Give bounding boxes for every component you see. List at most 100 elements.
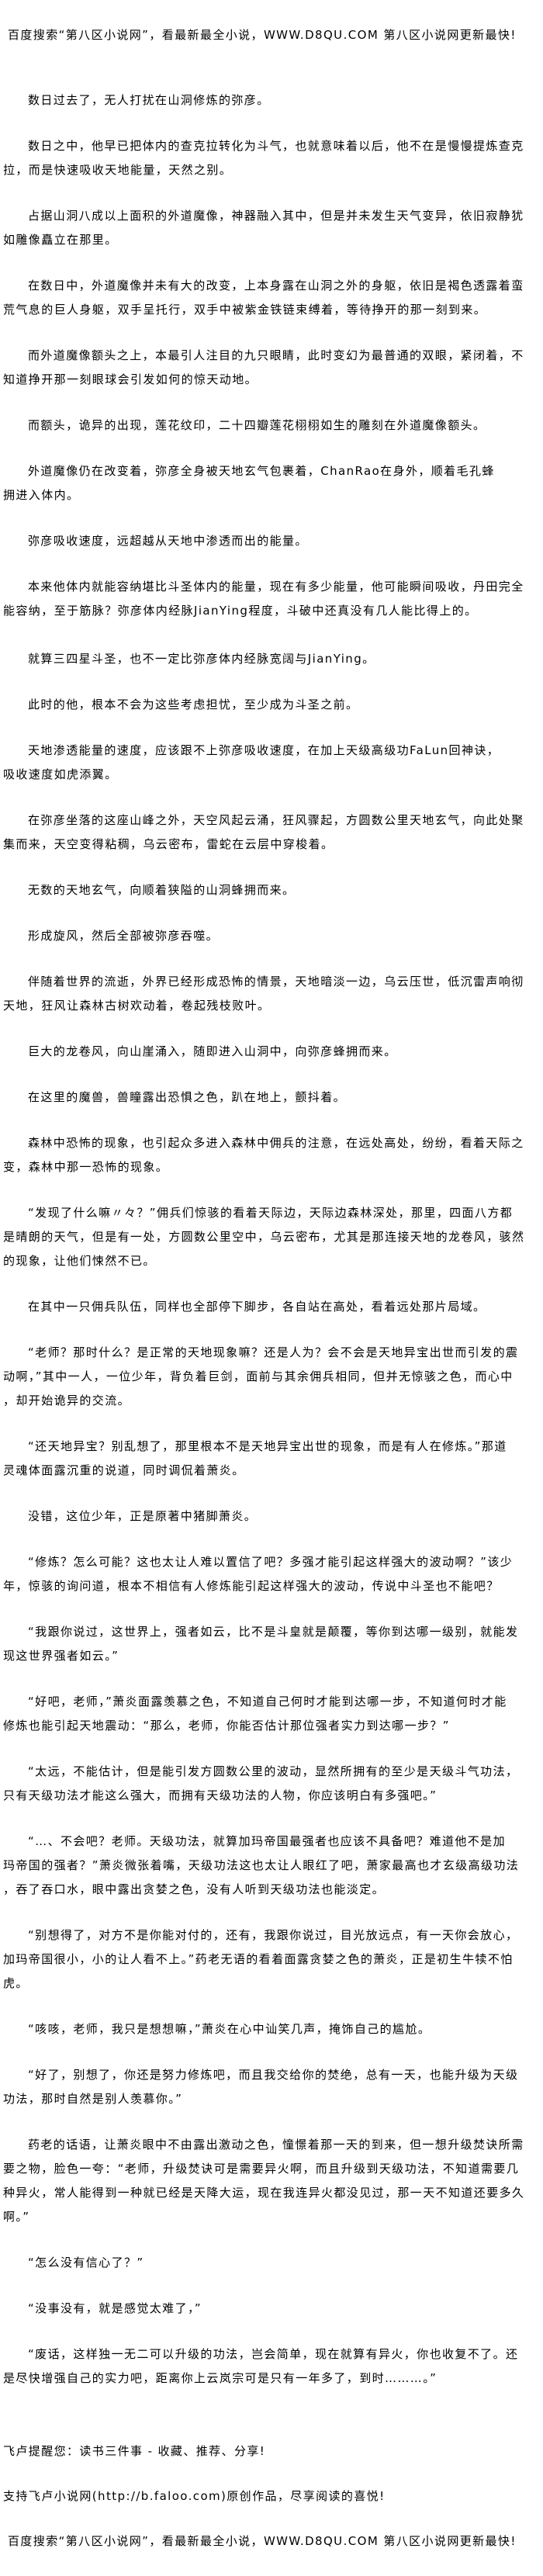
paragraph: 数日过去了，无人打扰在山洞修炼的弥彦。 [0,88,543,113]
paragraph: “别想得了，对方不是你能对付的，还有，我跟你说过，目光放远点，有一天你会放心， 加… [0,1923,543,1996]
paragraph: 本来他体内就能容纳堪比斗圣体内的能量，现在有多少能量，他可能瞬间吸收，丹田完全能… [0,575,543,623]
paragraph-line: 而外道魔像额头之上，本最引人注目的九只眼睛，此时变幻为最普通的双眼，紧闭着，不 [28,348,524,362]
paragraph-line: “废话，这样独一无二可以升级的功法，岂会简单，现在就算有异火，你也收复不了。还 [28,2347,519,2361]
paragraph-line: 变，森林中那一恐怖的现象。 [3,1160,169,1174]
paragraph-line: 啊。” [3,2210,30,2224]
paragraph: 数日之中，他早已把体内的查克拉转化为斗气，也就意味着以后，他不在是慢慢提炼查克拉… [0,134,543,182]
paragraph: 而额头，诡异的出现，莲花纹印，二十四瓣莲花栩栩如生的雕刻在外道魔像额头。 [0,414,543,438]
paragraph-line: 巨大的龙卷风，向山崖涌入，随即进入山洞中，向弥彦蜂拥而来。 [28,1044,397,1058]
paragraph-line: “好吧，老师，”萧炎面露羡慕之色，不知道自己何时才能到达哪一步，不知道何时才能 [28,1695,507,1709]
paragraph: 占据山洞八成以上面积的外道魔像，神器融入其中，但是并未发生天气变异，依旧寂静犹如… [0,204,543,252]
paragraph-line: 本来他体内就能容纳堪比斗圣体内的能量，现在有多少能量，他可能瞬间吸收，丹田完全 [28,580,524,594]
reading-reminder: 飞卢提醒您：读书三件事 - 收藏、推荐、分享! [3,2444,266,2458]
paragraph-line: 功法，那时自然是别人羡慕你。” [3,2092,183,2106]
paragraph-line: “…、不会吧？老师。天级功法，就算加玛帝国最强者也应该不具备吧？难道他不是加 [28,1834,506,1848]
paragraph-line: “我跟你说过，这世界上，强者如云，比不是斗皇就是颠覆，等你到达哪一级别，就能发 [28,1625,519,1639]
paragraph-line: 年，惊骇的询问道，根本不相信有人修炼能引起这样强大的波动，传说中斗圣也不能吧？ [3,1579,500,1593]
paragraph: “修炼？怎么可能？这也太让人难以置信了吧？多强才能引起这样强大的波动啊？”该少年… [0,1550,543,1598]
paragraph-line: ，吞了吞口水，眼中露出贪婪之色，没有人听到天级功法也能淡定。 [3,1882,386,1896]
paragraph-line: 种异火，常人能得到一种就已经是天降大运，现在我连异火都没见过，那一天不知道还要多… [3,2186,525,2200]
paragraph-line: 天地，狂风让森林古树欢动着，卷起残枝败叶。 [3,999,271,1013]
paragraph: “好吧，老师，”萧炎面露羡慕之色，不知道自己何时才能到达哪一步，不知道何时才能修… [0,1690,543,1738]
paragraph: 药老的话语，让萧炎眼中不由露出激动之色，憧憬着那一天的到来，但一想升级焚诀所需要… [0,2133,543,2229]
paragraph-line: 在这里的魔兽，兽瞳露出恐惧之色，趴在地上，颤抖着。 [28,1090,347,1104]
paragraph-line: 现这世界强者如云。” [3,1649,119,1663]
paragraph-line: “太远，不能估计，但是能引发方圆数公里的波动，显然所拥有的至少是天级斗气功法， [28,1764,519,1778]
paragraph-line: 在弥彦坐落的这座山峰之外，天空风起云涌，狂风骤起，方圆数公里天地玄气，向此处聚 [28,813,524,827]
paragraph-line: 而额头，诡异的出现，莲花纹印，二十四瓣莲花栩栩如生的雕刻在外道魔像额头。 [28,418,486,432]
paragraph-line: 没错，这位少年，正是原著中猪脚萧炎。 [28,1509,258,1523]
paragraph-line: 拉，而是快速吸收天地能量，天然之别。 [3,163,233,177]
paragraph-line: “还天地异宝？别乱想了，那里根本不是天地异宝出世的现象，而是有人在修炼。”那道 [28,1439,507,1453]
paragraph: 伴随着世界的流逝，外界已经形成恐怖的情景，天地暗淡一边，乌云压世，低沉雷声响彻天… [0,970,543,1018]
paragraph: “没事没有，就是感觉太难了，” [0,2297,543,2321]
paragraph-line: 拥进入体内。 [3,488,80,502]
paragraph-line: 在其中一只佣兵队伍，同样也全部停下脚步，各自站在高处，看着远处那片局域。 [28,1300,486,1314]
paragraph-line: “没事没有，就是感觉太难了，” [28,2301,202,2315]
paragraph: “咳咳，老师，我只是想想嘛，”萧炎在心中讪笑几声，掩饰自己的尴尬。 [0,2017,543,2041]
paragraph-line: “修炼？怎么可能？这也太让人难以置信了吧？多强才能引起这样强大的波动啊？”该少 [28,1555,514,1569]
paragraph-line: 形成旋风，然后全部被弥彦吞噬。 [28,929,220,943]
paragraph-line: “别想得了，对方不是你能对付的，还有，我跟你说过，目光放远点，有一天你会放心， [28,1928,519,1942]
paragraph: 外道魔像仍在改变着，弥彦全身被天地玄气包裹着，ChanRao在身外，顺着毛孔蜂拥… [0,459,543,507]
paragraph: 在弥彦坐落的这座山峰之外，天空风起云涌，狂风骤起，方圆数公里天地玄气，向此处聚集… [0,808,543,857]
paragraph-line: 灵魂体面露沉重的说道，同时调侃着萧炎。 [3,1463,245,1477]
paragraph: “发现了什么嘛〃々？”佣兵们惊骇的看着天际边，天际边森林深处，那里，四面八方都是… [0,1201,543,1273]
paragraph: 形成旋风，然后全部被弥彦吞噬。 [0,924,543,948]
paragraph: 巨大的龙卷风，向山崖涌入，随即进入山洞中，向弥彦蜂拥而来。 [0,1040,543,1064]
paragraph: “我跟你说过，这世界上，强者如云，比不是斗皇就是颠覆，等你到达哪一级别，就能发现… [0,1620,543,1668]
chapter-content: 数日过去了，无人打扰在山洞修炼的弥彦。数日之中，他早已把体内的查克拉转化为斗气，… [0,88,543,2412]
paragraph-line: “好了，别想了，你还是努力修炼吧，而且我交给你的焚绝，总有一天，也能升级为天级 [28,2068,519,2082]
paragraph: 弥彦吸收速度，远超越从天地中渗透而出的能量。 [0,529,543,553]
paragraph: “还天地异宝？别乱想了，那里根本不是天地异宝出世的现象，而是有人在修炼。”那道灵… [0,1435,543,1483]
paragraph: “好了，别想了，你还是努力修炼吧，而且我交给你的焚绝，总有一天，也能升级为天级功… [0,2063,543,2111]
paragraph: “…、不会吧？老师。天级功法，就算加玛帝国最强者也应该不具备吧？难道他不是加玛帝… [0,1830,543,1902]
paragraph: 在这里的魔兽，兽瞳露出恐惧之色，趴在地上，颤抖着。 [0,1085,543,1110]
paragraph-line: 数日过去了，无人打扰在山洞修炼的弥彦。 [28,93,270,107]
paragraph-line: 是尽快增强自己的实力吧，距离你上云岚宗可是只有一年多了，到时………。” [3,2371,438,2385]
paragraph-line: 吸收速度如虎添翼。 [3,767,118,781]
paragraph-line: 加玛帝国很小，小的让人看不上。”药老无语的看着面露贪婪之色的萧炎，正是初生牛犊不… [3,1952,514,1966]
page-footer: 飞卢提醒您：读书三件事 - 收藏、推荐、分享! 支持飞卢小说网(http://b… [0,2439,517,2574]
paragraph-line: 只有天级功法才能这么强大，而拥有天级功法的人物，你应该明白有多强吧。” [3,1788,438,1802]
paragraph: 此时的他，根本不会为这些考虑担忧，至少成为斗圣之前。 [0,693,543,717]
paragraph-line: 玛帝国的强者？”萧炎微张着嘴，天级功法这也太让人眼红了吧，萧家最高也才玄级高级功… [3,1858,520,1872]
paragraph-line: 伴随着世界的流逝，外界已经形成恐怖的情景，天地暗淡一边，乌云压世，低沉雷声响彻 [28,975,524,989]
paragraph-line: 外道魔像仍在改变着，弥彦全身被天地玄气包裹着，ChanRao在身外，顺着毛孔蜂 [28,464,495,478]
paragraph: “废话，这样独一无二可以升级的功法，岂会简单，现在就算有异火，你也收复不了。还是… [0,2342,543,2391]
paragraph-line: 在数日中，外道魔像并未有大的改变，上本身露在山洞之外的身躯，依旧是褐色透露着蛮 [28,279,524,293]
paragraph-line: 知道挣开那一刻眼球会引发如何的惊天动地。 [3,372,258,386]
paragraph-line: 占据山洞八成以上面积的外道魔像，神器融入其中，但是并未发生天气变异，依旧寂静犹 [28,209,524,223]
paragraph-line: 森林中恐怖的现象，也引起众多进入森林中佣兵的注意，在远处高处，纷纷，看着天际之 [28,1136,524,1150]
paragraph: 无数的天地玄气，向顺着狭隘的山洞蜂拥而来。 [0,878,543,902]
paragraph: 天地渗透能量的速度，应该跟不上弥彦吸收速度，在加上天级高级功FaLun回神诀，吸… [0,739,543,787]
paragraph-line: 药老的话语，让萧炎眼中不由露出激动之色，憧憬着那一天的到来，但一想升级焚诀所需 [28,2138,524,2152]
paragraph: 而外道魔像额头之上，本最引人注目的九只眼睛，此时变幻为最普通的双眼，紧闭着，不知… [0,344,543,392]
paragraph: 在其中一只佣兵队伍，同样也全部停下脚步，各自站在高处，看着远处那片局域。 [0,1295,543,1319]
paragraph: “太远，不能估计，但是能引发方圆数公里的波动，显然所拥有的至少是天级斗气功法， 只… [0,1760,543,1808]
paragraph-line: “老师？那时什么？是正常的天地现象嘛？还是人为？会不会是天地异宝出世而引发的震 [28,1345,519,1359]
paragraph-line: ，却开始诡异的交流。 [3,1394,131,1407]
paragraph-line: 虎。 [3,1976,29,1990]
paragraph: 就算三四星斗圣，也不一定比弥彦体内经脉宽阔与JianYing。 [0,647,543,671]
paragraph-line: 能容纳，至于筋脉？弥彦体内经脉JianYing程度，斗破中还真没有几人能比得上的… [3,604,478,618]
paragraph: “老师？那时什么？是正常的天地现象嘛？还是人为？会不会是天地异宝出世而引发的震动… [0,1341,543,1413]
paragraph: “怎么没有信心了？” [0,2251,543,2275]
paragraph-line: 如雕像矗立在那里。 [3,233,118,247]
promo-banner-top: 百度搜索“第八区小说网”，看最新最全小说，WWW.D8QU.COM 第八区小说网… [8,28,517,42]
support-notice: 支持飞卢小说网(http://b.faloo.com)原创作品，尽享阅读的喜悦! [3,2489,386,2503]
promo-banner-bottom: 百度搜索“第八区小说网”，看最新最全小说，WWW.D8QU.COM 第八区小说网… [8,2534,517,2548]
paragraph-line: 修炼也能引起天地震动：“那么，老师，你能否估计那位强者实力到达哪一步？” [3,1719,450,1733]
paragraph-line: 荒气息的巨人身躯，双手呈托行，双手中被紫金铁链束缚着，等待挣开的那一刻到来。 [3,303,487,317]
paragraph: 森林中恐怖的现象，也引起众多进入森林中佣兵的注意，在远处高处，纷纷，看着天际之变… [0,1131,543,1179]
paragraph-line: 要之物，脸色一夸：“老师，升级焚诀可是需要异火啊，而且升级到天级功法，不知道需要… [3,2162,520,2176]
page-header: 百度搜索“第八区小说网”，看最新最全小说，WWW.D8QU.COM 第八区小说网… [0,23,517,47]
paragraph: 在数日中，外道魔像并未有大的改变，上本身露在山洞之外的身躯，依旧是褐色透露着蛮荒… [0,274,543,322]
paragraph-line: 弥彦吸收速度，远超越从天地中渗透而出的能量。 [28,534,308,548]
paragraph-line: 此时的他，根本不会为这些考虑担忧，至少成为斗圣之前。 [28,698,359,712]
paragraph-line: 无数的天地玄气，向顺着狭隘的山洞蜂拥而来。 [28,883,296,897]
paragraph: 没错，这位少年，正是原著中猪脚萧炎。 [0,1504,543,1529]
paragraph-line: 的现象，让他们悚然不已。 [3,1254,156,1268]
paragraph-line: 数日之中，他早已把体内的查克拉转化为斗气，也就意味着以后，他不在是慢慢提炼查克 [28,139,524,153]
paragraph-line: 就算三四星斗圣，也不一定比弥彦体内经脉宽阔与JianYing。 [28,652,375,666]
